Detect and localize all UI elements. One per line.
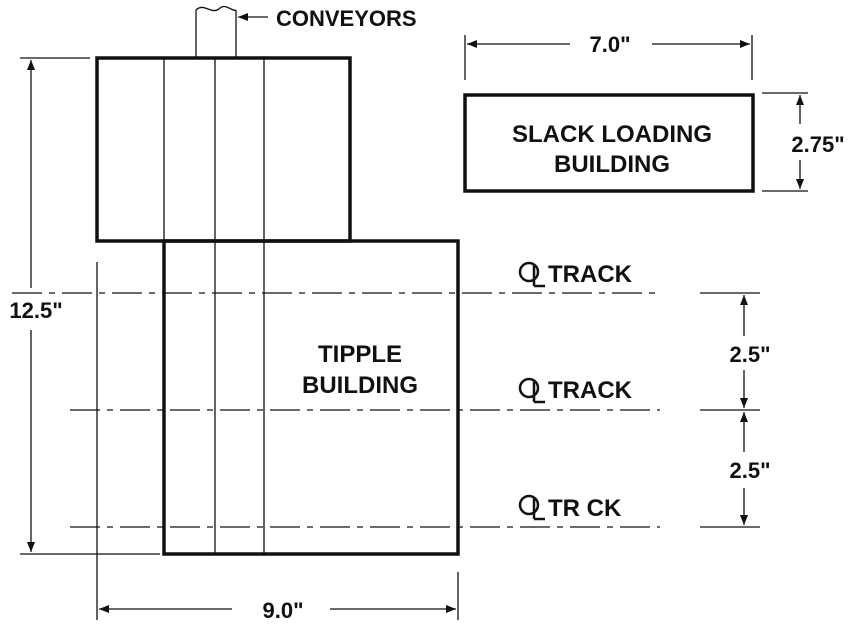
overall-height-value: 12.5"	[9, 298, 62, 323]
conveyors-label: CONVEYORS	[276, 6, 417, 31]
tipple-building-label-line2: BUILDING	[302, 372, 418, 399]
slack-width-dimension	[464, 35, 753, 80]
tipple-width-value: 9.0"	[262, 598, 303, 623]
slack-height-value: 2.75"	[791, 132, 844, 157]
slack-height-dimension	[762, 92, 808, 192]
upper-building	[95, 56, 352, 243]
slack-loading-label-line1: SLACK LOADING	[512, 121, 712, 148]
track-label-2: TRACK	[548, 377, 633, 404]
centerline-icon	[518, 261, 545, 288]
slack-width-value: 7.0"	[589, 32, 630, 57]
overall-height-dimension	[20, 57, 160, 555]
centerline-icon	[518, 494, 545, 521]
tipple-building	[162, 239, 460, 556]
track-label-1: TRACK	[548, 261, 633, 288]
slack-loading-building	[463, 93, 755, 193]
conveyor-stub	[195, 5, 237, 58]
centerline-icon	[518, 377, 545, 404]
track-label-3: TR CK	[548, 495, 622, 522]
slack-loading-label-line2: BUILDING	[554, 151, 670, 178]
track-spacing-value-2: 2.5"	[729, 458, 770, 483]
track-spacing-value-1: 2.5"	[729, 342, 770, 367]
tipple-building-label-line1: TIPPLE	[318, 341, 402, 368]
conveyor-lines	[163, 58, 265, 554]
tipple-width-dimension	[96, 262, 459, 620]
